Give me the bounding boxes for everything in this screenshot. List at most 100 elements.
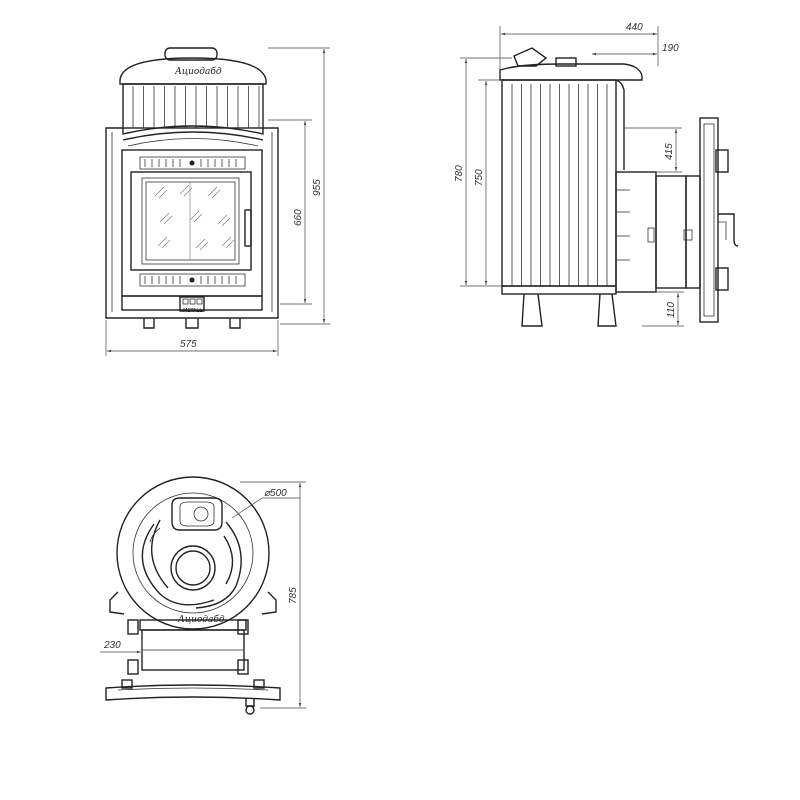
vent-hole	[189, 298, 196, 305]
swirl-detail	[149, 527, 161, 543]
door-handle-side-inner	[718, 221, 727, 240]
panel-inner-lines	[111, 132, 273, 312]
glass-reflection	[207, 186, 218, 197]
tunnel-bolt-right	[237, 619, 249, 635]
tunnel-bolt-left-low	[127, 659, 139, 675]
glass-reflection	[163, 215, 173, 225]
swirl-left-inner	[151, 519, 169, 589]
dim-top-depth: 785	[288, 587, 299, 604]
vent-label: METALL	[183, 308, 202, 314]
glass-reflection	[195, 238, 206, 249]
flue-inner	[175, 550, 211, 586]
ash-pan	[121, 295, 263, 311]
arch-inner	[127, 138, 259, 147]
glass-inner	[145, 181, 236, 261]
dim-front-width: 575	[180, 339, 197, 350]
side-top-cap	[499, 63, 643, 81]
handle-slot	[171, 497, 223, 531]
side-panels	[105, 125, 279, 319]
lower-vent	[139, 273, 246, 287]
side-handle	[513, 47, 548, 67]
side-base	[501, 285, 617, 295]
side-body-edge	[615, 79, 625, 170]
side-leg-back	[597, 293, 617, 327]
vent-hole	[182, 298, 189, 305]
side-leg-front	[521, 293, 543, 327]
tunnel-clip	[683, 229, 693, 241]
tunnel-extension	[655, 175, 687, 289]
dim-side-offset: 190	[662, 43, 679, 54]
glass-reflection	[217, 214, 228, 225]
panel-hinge-right	[253, 679, 265, 689]
side-body	[501, 79, 617, 287]
ear-right	[261, 591, 277, 615]
panel-hinge-left	[121, 679, 133, 689]
tunnel-latch	[647, 227, 655, 243]
dim-front-door-height: 660	[293, 209, 304, 226]
glass-reflections	[154, 182, 235, 260]
upper-body	[122, 83, 264, 129]
top-cap	[119, 57, 267, 85]
upper-vent-knob	[189, 160, 195, 166]
vent-hole	[196, 298, 203, 305]
glass-reflection	[189, 210, 200, 221]
body-circle-outer	[116, 476, 270, 630]
front-handle-stem	[245, 698, 255, 707]
arch	[122, 131, 264, 141]
glass-reflection	[157, 236, 168, 247]
front-panel-top	[105, 684, 281, 701]
glass-reflection	[158, 189, 168, 199]
glass-reflection	[161, 239, 171, 249]
tunnel-bolt-right-low	[237, 659, 249, 675]
tunnel-flange	[685, 175, 701, 289]
front-handle-knob	[245, 705, 255, 715]
upper-ribs	[132, 86, 260, 128]
glass-reflection	[221, 236, 232, 247]
swirl-right	[195, 521, 242, 609]
flue-outer	[170, 545, 216, 591]
swirl-left	[141, 523, 215, 606]
ear-left	[109, 591, 125, 615]
tunnel-ticks	[616, 189, 630, 261]
lower-vent-slots	[144, 276, 237, 284]
door-handle	[244, 209, 252, 247]
leg-right	[229, 318, 241, 329]
body-circle-inner	[132, 492, 254, 614]
front-view: Ациодабд METALL	[105, 47, 330, 356]
dim-side-tunnel: 415	[664, 143, 675, 160]
side-ribs	[511, 84, 608, 286]
top-handle	[164, 47, 218, 61]
swirl-right-inner	[223, 535, 234, 585]
dim-leader-diameter	[231, 497, 263, 519]
side-view: 440 190 780 750 415 110	[454, 22, 739, 327]
dim-side-height-780: 780	[454, 165, 465, 182]
glass-reflection	[211, 189, 221, 199]
side-top-nozzle	[555, 57, 577, 67]
dim-front-total-height: 955	[312, 179, 323, 196]
dim-top-tunnel-width: 230	[103, 640, 121, 651]
front-panel-curve	[117, 687, 269, 691]
glass-reflection	[154, 186, 165, 197]
door-handle-side	[718, 213, 739, 247]
door-glass	[141, 177, 240, 265]
upper-vent-slots	[144, 159, 237, 167]
glass-reflection	[179, 184, 190, 195]
dim-side-depth: 440	[626, 22, 643, 33]
dim-side-height-750: 750	[474, 169, 485, 186]
glass-reflection	[225, 239, 235, 249]
leg-left	[143, 318, 155, 329]
top-view: Ациодабд ⌀500 785 230	[100, 476, 306, 715]
upper-vent	[139, 156, 246, 170]
glass-reflection	[183, 187, 193, 197]
dim-top-diameter: ⌀500	[264, 488, 287, 499]
door	[130, 171, 252, 271]
door-hinge-top	[715, 149, 729, 173]
door-panel	[699, 117, 719, 323]
brand-logo: Ациодабд	[174, 66, 222, 77]
door-panel-inner	[703, 123, 715, 317]
glass-reflection	[221, 217, 231, 227]
lower-vent-knob	[189, 277, 195, 283]
handle-knob	[193, 506, 209, 522]
door-hinge-bottom	[715, 267, 729, 291]
